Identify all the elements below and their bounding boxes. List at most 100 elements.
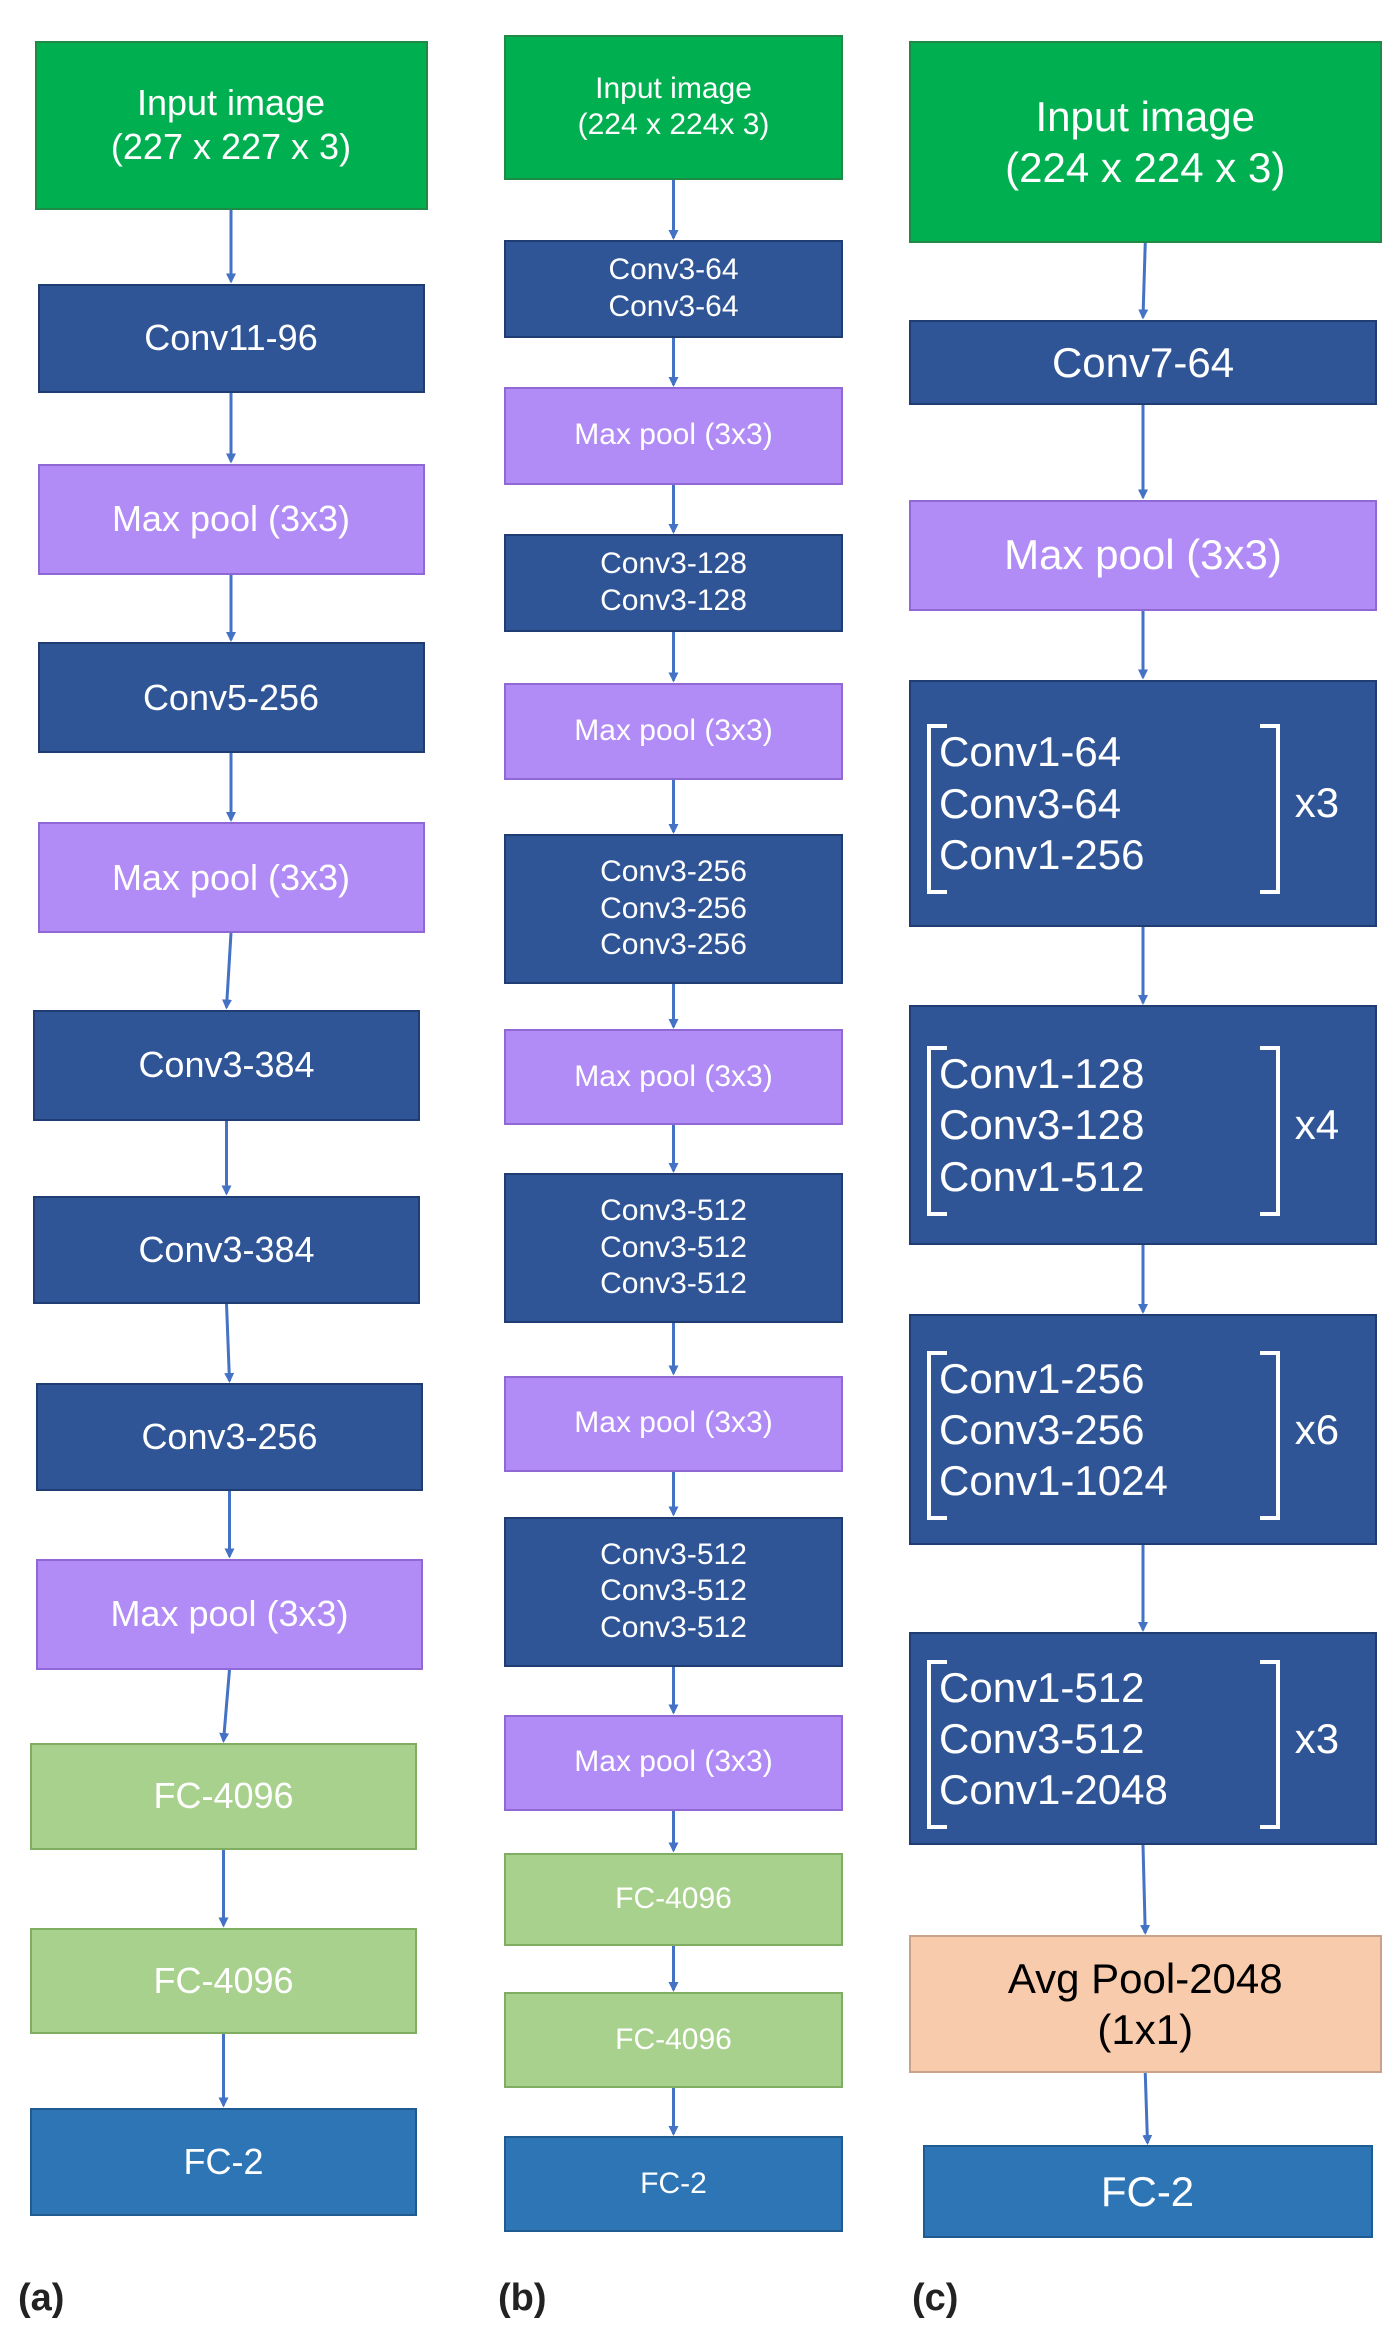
layer-label: Conv1-128 [939, 1050, 1145, 1098]
layer-label: FC-4096 [153, 1775, 294, 1817]
panel-a-max-pool-block-5: Max pool (3x3) [37, 822, 425, 933]
layer-label: Conv7-64 [1051, 338, 1235, 386]
layer-label: Input image [595, 71, 752, 105]
layer-label: (227 x 227 x 3) [110, 126, 352, 168]
panel-b-max-pool-block-5: Max pool (3x3) [504, 682, 843, 780]
layer-label: Conv1-256 [939, 830, 1145, 878]
layer-label: Conv1-64 [939, 728, 1122, 776]
flow-arrow [219, 1669, 231, 1743]
panel-a-fc-4096-block-11: FC-4096 [30, 1927, 417, 2034]
layer-label: FC-4096 [615, 1881, 732, 1915]
layer-label: Conv3-384 [138, 1044, 315, 1086]
layer-label: Input image [1035, 92, 1255, 140]
layer-label: Conv1-256 [939, 1354, 1145, 1402]
repeat-count: x3 [1294, 779, 1340, 827]
left-bracket [927, 1350, 947, 1521]
flow-arrow [221, 932, 233, 1010]
layer-label: Conv1-1024 [939, 1457, 1168, 1505]
panel-c-avg-pool-block-8: Avg Pool-2048(1x1) [909, 1935, 1382, 2073]
panel-a-conv-block-8: Conv3-256 [36, 1383, 423, 1491]
panel-b-fc-2-block-14: FC-2 [504, 2136, 843, 2232]
layer-label: Conv3-64 [608, 289, 739, 323]
layer-label: Avg Pool-2048 [1007, 1954, 1283, 2002]
layer-label: Conv1-512 [939, 1663, 1145, 1711]
panel-a-conv-block-4: Conv5-256 [37, 642, 425, 753]
layer-label: FC-4096 [615, 2022, 732, 2056]
panel-a-max-pool-block-9: Max pool (3x3) [36, 1558, 423, 1670]
flow-arrow [224, 1303, 235, 1383]
left-bracket [927, 1046, 947, 1216]
layer-label: Conv3-512 [600, 1574, 747, 1608]
panel-b-max-pool-block-7: Max pool (3x3) [504, 1029, 843, 1125]
layer-label: Conv3-64 [608, 253, 739, 287]
layer-label: Conv3-512 [600, 1537, 747, 1571]
layer-label: FC-2 [1100, 2167, 1195, 2215]
layer-label: Conv3-512 [600, 1610, 747, 1644]
layer-label: Conv3-256 [600, 928, 747, 962]
layer-label: Conv3-256 [600, 855, 747, 889]
left-bracket [927, 724, 947, 895]
panel-a-input-image-block-1: Input image(227 x 227 x 3) [34, 40, 428, 210]
panel-a-max-pool-block-3: Max pool (3x3) [37, 463, 425, 575]
layer-label: Max pool (3x3) [574, 1745, 773, 1779]
layer-label: Conv3-512 [600, 1194, 747, 1228]
repeat-count: x4 [1294, 1101, 1340, 1148]
right-bracket [1259, 724, 1280, 895]
panel-b-fc-4096-block-12: FC-4096 [504, 1852, 843, 1946]
layer-label: Conv3-128 [600, 547, 747, 581]
flow-arrow [1138, 242, 1149, 320]
panel-a-conv-block-7: Conv3-384 [33, 1195, 420, 1304]
layer-label: (1x1) [1097, 2006, 1194, 2053]
layer-label: Conv3-128 [600, 583, 747, 617]
panel-c-conv-block-2: Conv7-64 [909, 319, 1377, 405]
flow-arrow [1142, 2072, 1153, 2145]
left-bracket [927, 1659, 947, 1830]
right-bracket [1259, 1350, 1280, 1521]
layer-label: Conv3-512 [939, 1714, 1145, 1762]
panel-b-max-pool-block-3: Max pool (3x3) [504, 387, 843, 485]
panel-b-caption: (b) [498, 2277, 547, 2319]
layer-label: FC-2 [640, 2166, 707, 2200]
layer-label: Input image [136, 82, 326, 124]
layer-label: Conv1-512 [939, 1152, 1145, 1200]
repeat-count: x6 [1294, 1405, 1340, 1453]
layer-label: Conv11-96 [144, 317, 318, 359]
layer-label: Max pool (3x3) [574, 713, 773, 747]
layer-label: Conv3-512 [600, 1267, 747, 1301]
layer-label: Conv3-256 [141, 1416, 318, 1458]
right-bracket [1259, 1659, 1280, 1830]
panel-a-fc-4096-block-10: FC-4096 [30, 1743, 417, 1850]
panel-a-caption: (a) [18, 2277, 65, 2319]
panel-a-fc-2-block-12: FC-2 [30, 2107, 417, 2216]
panel-b-input-image-block-1: Input image(224 x 224x 3) [504, 34, 843, 180]
layer-label: Max pool (3x3) [574, 418, 773, 452]
layer-label: Conv3-384 [138, 1228, 315, 1270]
layer-label: FC-4096 [153, 1959, 294, 2001]
panel-c-input-image-block-1: Input image(224 x 224 x 3) [909, 40, 1382, 243]
panel-b-max-pool-block-11: Max pool (3x3) [504, 1714, 843, 1811]
layer-label: FC-2 [183, 2140, 264, 2182]
panel-b-max-pool-block-9: Max pool (3x3) [504, 1375, 843, 1472]
right-bracket [1259, 1046, 1280, 1216]
panel-c-max-pool-block-3: Max pool (3x3) [909, 499, 1377, 611]
panel-a-conv-block-2: Conv11-96 [37, 283, 425, 393]
panel-b-fc-4096-block-13: FC-4096 [504, 1992, 843, 2088]
layer-label: Conv3-64 [939, 779, 1122, 827]
layer-label: Conv3-512 [600, 1230, 747, 1264]
layer-label: Max pool (3x3) [1004, 531, 1282, 579]
repeat-count: x3 [1294, 1714, 1340, 1762]
panel-c-caption: (c) [912, 2277, 959, 2319]
